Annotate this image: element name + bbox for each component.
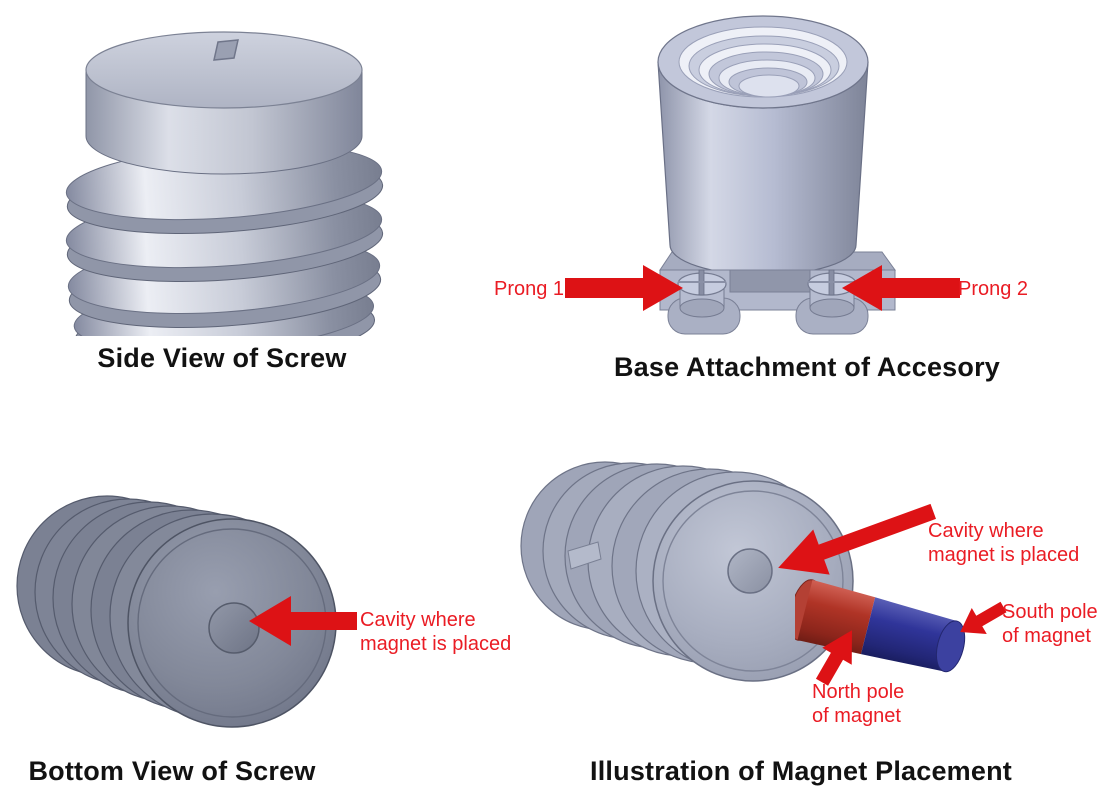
magnet-north-half bbox=[797, 579, 876, 655]
bottom-view-caption: Bottom View of Screw bbox=[28, 756, 316, 786]
thread-notch bbox=[567, 541, 602, 570]
side-view-caption: Side View of Screw bbox=[97, 343, 347, 373]
prong-1 bbox=[677, 269, 727, 318]
bottom-view-cavity-arrow bbox=[249, 596, 357, 646]
north-pole-arrow bbox=[815, 630, 852, 686]
magnet-south-end bbox=[935, 620, 966, 673]
bottom-view-screw-render bbox=[16, 495, 337, 728]
base-attachment-caption: Base Attachment of Accesory bbox=[613, 352, 1001, 382]
magnet-cavity bbox=[208, 602, 260, 654]
north-pole-label: North pole of magnet bbox=[812, 681, 905, 727]
magnet-placement-caption: Illustration of Magnet Placement bbox=[590, 756, 1012, 786]
magnet-placement-cavity-label: Cavity where magnet is placed bbox=[928, 520, 1080, 566]
base-attachment-render bbox=[657, 15, 896, 335]
prong2-label: Prong 2 bbox=[958, 278, 1029, 300]
magnet-south-half bbox=[860, 597, 957, 672]
south-pole-arrow bbox=[960, 601, 1007, 634]
prong1-label: Prong 1 bbox=[494, 278, 565, 300]
magnet-cavity bbox=[727, 548, 773, 594]
prong-2 bbox=[807, 269, 857, 318]
magnet-placement-cavity-arrow bbox=[778, 503, 936, 575]
bottom-view-cavity-label: Cavity where magnet is placed bbox=[360, 609, 512, 655]
prong1-arrow bbox=[565, 265, 683, 311]
side-view-screw-render bbox=[65, 31, 384, 336]
prong2-arrow bbox=[842, 265, 960, 311]
cap-slot bbox=[213, 39, 239, 61]
plate-notch bbox=[729, 269, 811, 293]
south-pole-label: South pole of magnet bbox=[1002, 601, 1098, 647]
magnet-render bbox=[795, 579, 966, 673]
